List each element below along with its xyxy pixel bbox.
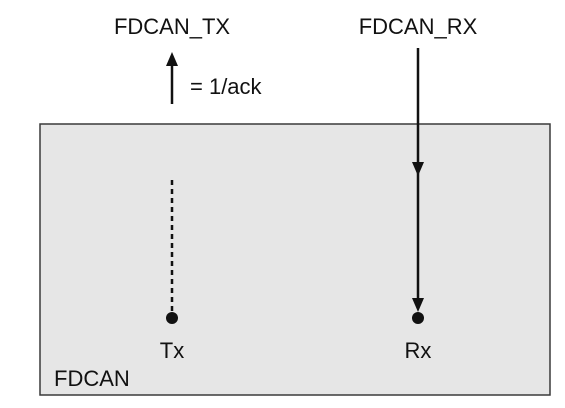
rx-label: Rx [405, 338, 432, 363]
tx-up-arrow-icon [166, 52, 178, 66]
fdcan-block-label: FDCAN [54, 366, 130, 391]
fdcan-tx-pin-label: FDCAN_TX [114, 14, 230, 39]
rx-arrow-bottom-icon [412, 298, 424, 312]
fdcan-rx-pin-label: FDCAN_RX [359, 14, 478, 39]
fdcan-block [39, 123, 551, 396]
rx-node-dot [412, 312, 424, 324]
tx-label: Tx [160, 338, 184, 363]
tx-ack-note: = 1/ack [190, 74, 263, 99]
tx-node-dot [166, 312, 178, 324]
rx-arrow-mid-icon [412, 162, 424, 176]
